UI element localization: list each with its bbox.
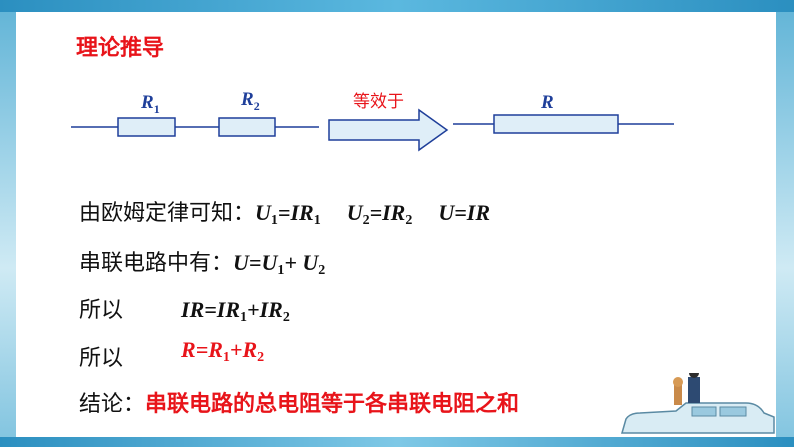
resistor-r1 [117,117,176,137]
series-line: 串联电路中有：U=U1+ U2 [79,245,325,279]
background-band-top [0,0,794,12]
ohm-law-prefix: 由欧姆定律可知： [79,201,256,226]
equation-ir: IR=IR1+IR2 [181,297,290,325]
label-r2: R2 [240,89,260,113]
slide-title: 理论推导 [76,36,165,61]
equation-u2: U2=IR2 [346,200,413,228]
background-band-bottom [0,437,794,447]
therefore-prefix-1: 所以 [79,298,124,323]
therefore-line-1: 所以 IR=IR1+IR2 [79,292,290,326]
ohm-law-line: 由欧姆定律可知：U1=IR1 U2=IR2 U=IR [79,195,490,229]
conclusion-prefix: 结论： [79,392,146,417]
therefore-prefix-2: 所以 [79,346,124,371]
circuit-diagram: R1 R2 等效于 R [71,89,674,152]
resistor-r2 [218,117,276,137]
car-decoration-icon [621,373,775,434]
equation-r-total: R=R1+R2 [181,337,265,365]
label-r: R [540,92,554,113]
equivalent-label: 等效于 [353,92,404,112]
therefore-line-2: 所以 R=R1+R2 [79,337,265,374]
arrow-right-icon [328,108,449,152]
conclusion-line: 结论：串联电路的总电阻等于各串联电阻之和 [79,386,519,418]
series-prefix: 串联电路中有： [79,251,234,276]
equation-series-voltage: U=U1+ U2 [233,250,326,278]
resistor-r-equivalent [493,114,619,134]
label-r1: R1 [140,92,160,116]
equation-u: U=IR [438,200,491,225]
equation-u1: U1=IR1 [255,200,321,228]
slide-canvas: 理论推导 R1 R2 等效于 R 由欧姆定律可知：U1=IR1 U2=IR2 U=I… [16,12,776,437]
conclusion-text: 串联电路的总电阻等于各串联电阻之和 [145,392,520,417]
